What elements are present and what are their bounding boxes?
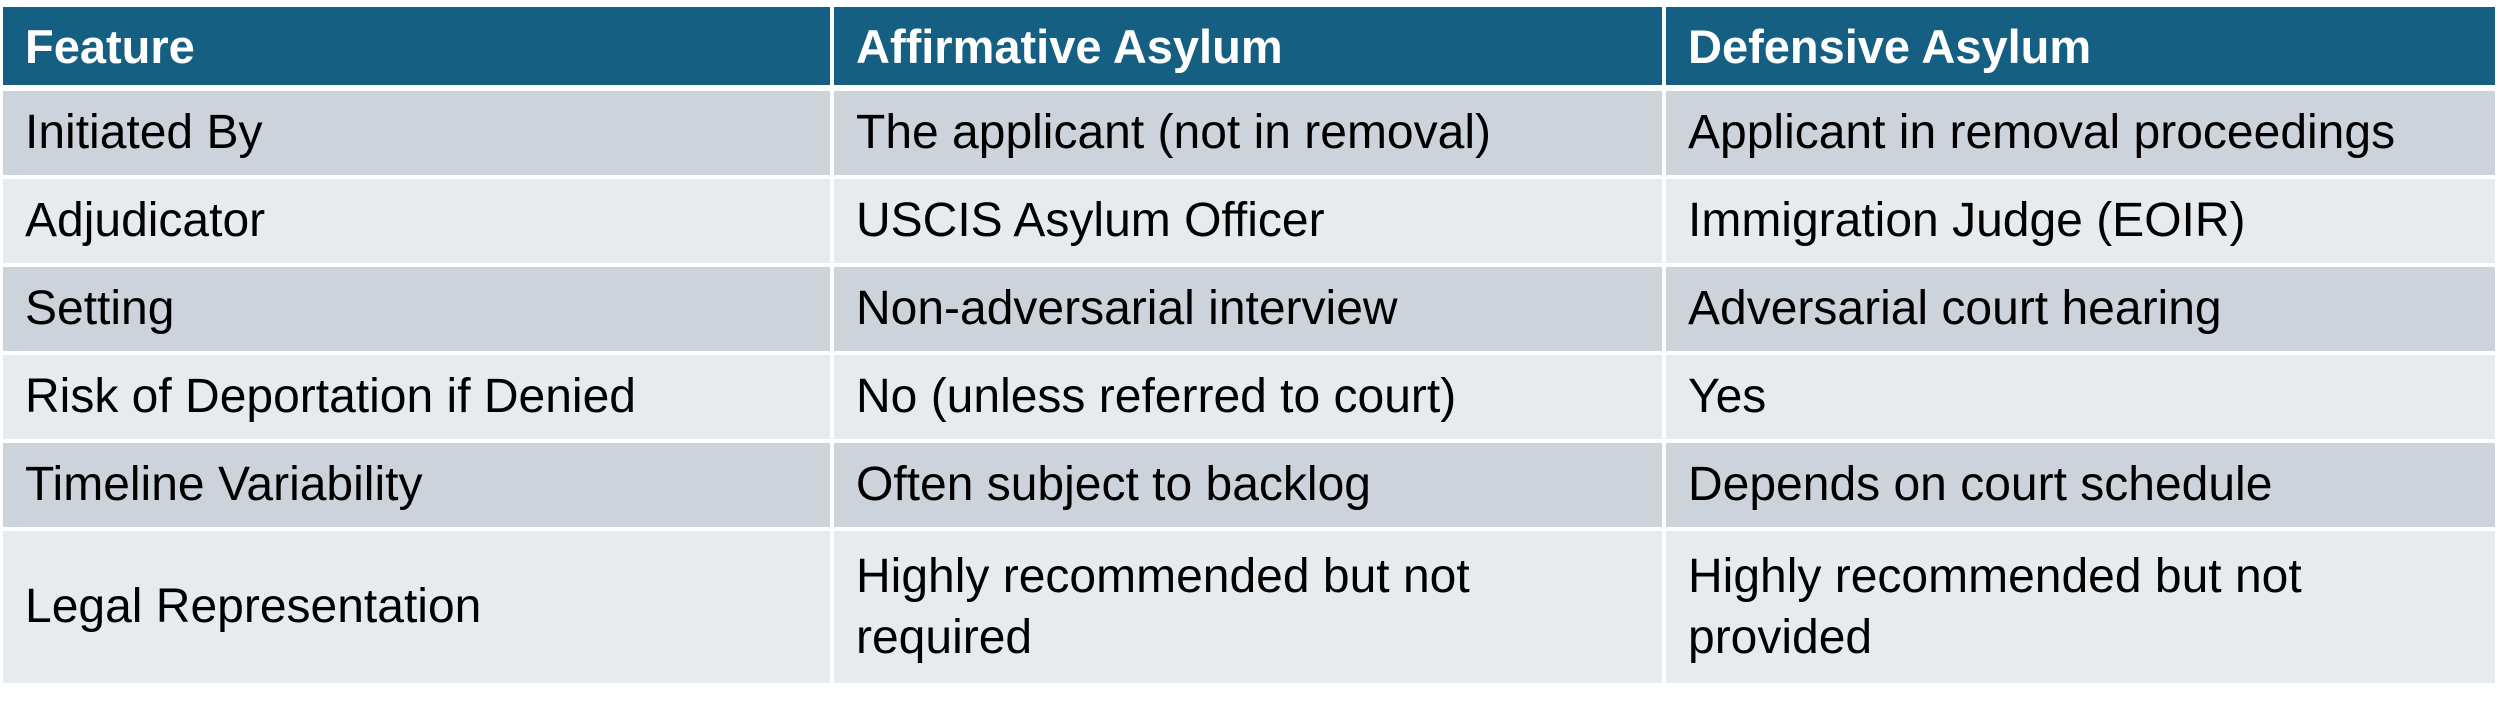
cell-affirmative: USCIS Asylum Officer: [834, 179, 1666, 267]
cell-feature: Adjudicator: [3, 179, 834, 267]
cell-feature: Risk of Deportation if Denied: [3, 355, 834, 443]
cell-defensive: Yes: [1666, 355, 2495, 443]
cell-feature: Timeline Variability: [3, 443, 834, 531]
table-row: Initiated By The applicant (not in remov…: [3, 91, 2495, 179]
cell-defensive: Applicant in removal proceedings: [1666, 91, 2495, 179]
cell-defensive: Adversarial court hearing: [1666, 267, 2495, 355]
header-affirmative-asylum: Affirmative Asylum: [834, 7, 1666, 91]
cell-affirmative: Highly recommended but not required: [834, 531, 1666, 683]
cell-affirmative: Often subject to backlog: [834, 443, 1666, 531]
cell-affirmative: No (unless referred to court): [834, 355, 1666, 443]
header-feature: Feature: [3, 7, 834, 91]
table-body: Initiated By The applicant (not in remov…: [3, 91, 2495, 683]
cell-defensive: Immigration Judge (EOIR): [1666, 179, 2495, 267]
cell-affirmative: The applicant (not in removal): [834, 91, 1666, 179]
cell-feature: Initiated By: [3, 91, 834, 179]
header-defensive-asylum: Defensive Asylum: [1666, 7, 2495, 91]
cell-affirmative: Non-adversarial interview: [834, 267, 1666, 355]
cell-feature: Setting: [3, 267, 834, 355]
cell-defensive: Highly recommended but not provided: [1666, 531, 2495, 683]
table-header: Feature Affirmative Asylum Defensive Asy…: [3, 7, 2495, 91]
asylum-comparison-table: Feature Affirmative Asylum Defensive Asy…: [3, 7, 2495, 683]
table-row: Timeline Variability Often subject to ba…: [3, 443, 2495, 531]
header-row: Feature Affirmative Asylum Defensive Asy…: [3, 7, 2495, 91]
table-row: Adjudicator USCIS Asylum Officer Immigra…: [3, 179, 2495, 267]
cell-feature: Legal Representation: [3, 531, 834, 683]
table-row: Setting Non-adversarial interview Advers…: [3, 267, 2495, 355]
cell-defensive: Depends on court schedule: [1666, 443, 2495, 531]
table-row: Risk of Deportation if Denied No (unless…: [3, 355, 2495, 443]
table-row: Legal Representation Highly recommended …: [3, 531, 2495, 683]
